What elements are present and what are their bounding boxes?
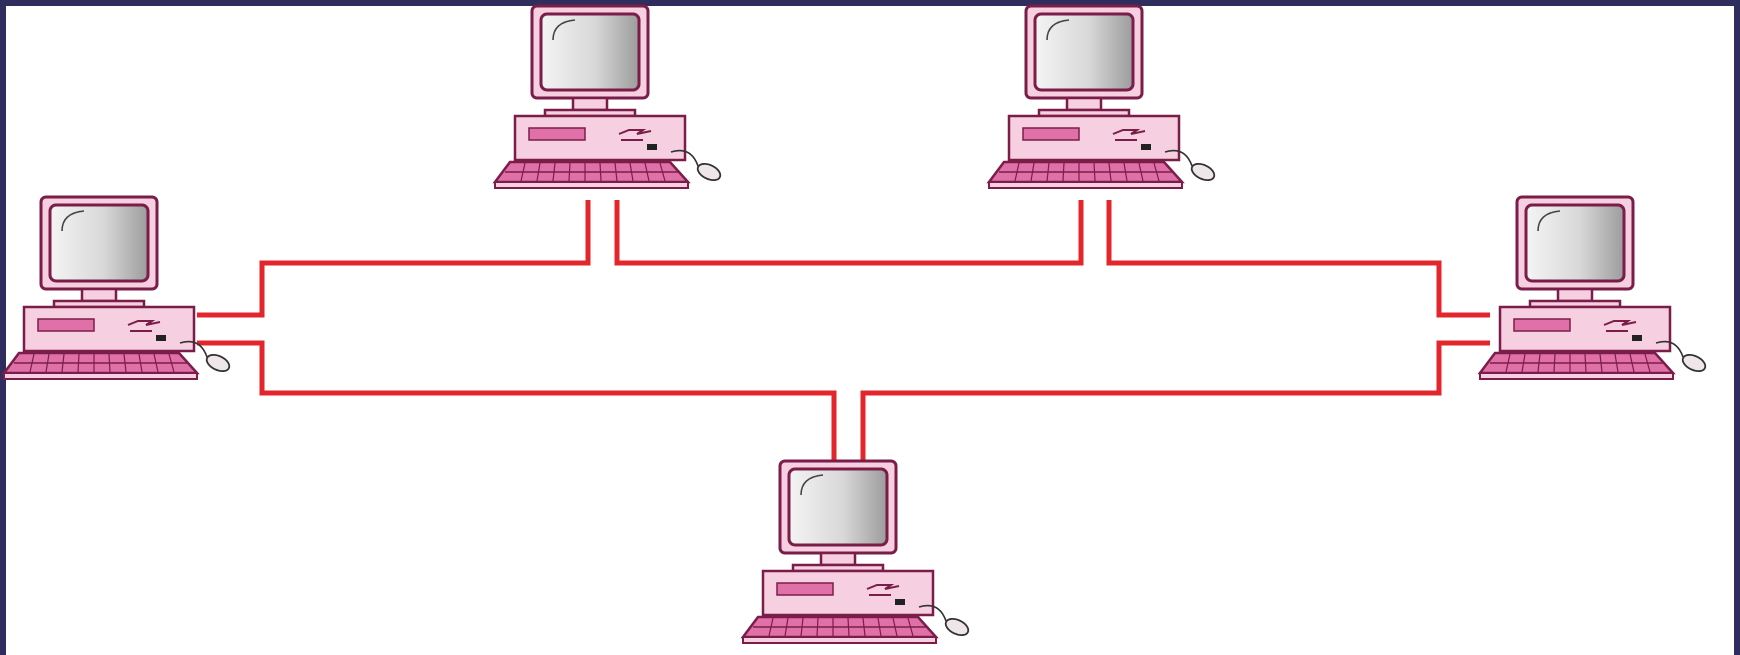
diagram-canvas [6, 6, 1734, 655]
